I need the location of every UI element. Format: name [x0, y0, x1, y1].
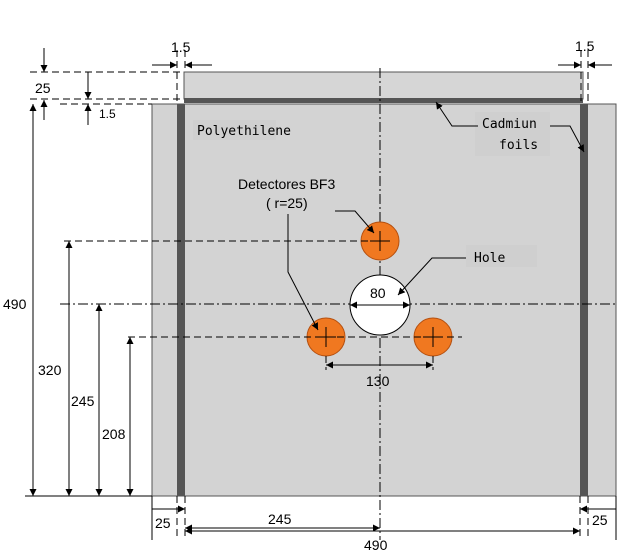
cadmium-label-line2: foils	[499, 138, 538, 153]
cadmium-label-line1: Cadmiun	[482, 117, 537, 132]
leader-cadmium-top	[435, 101, 478, 127]
leader-cadmium-right	[550, 125, 585, 153]
dim-left-height: 490	[3, 296, 27, 312]
detectors-label-line2: ( r=25)	[266, 195, 308, 211]
cadmium-foil-left	[177, 104, 185, 496]
dim-detector-spacing: 130	[366, 373, 390, 389]
dim-center-height: 245	[71, 393, 95, 409]
dim-top-cap: 25	[35, 80, 51, 96]
dim-hole-diameter: 80	[370, 285, 386, 301]
dim-top-left-cd: 1.5	[171, 39, 191, 55]
dim-top-cd: 1.5	[99, 107, 116, 121]
dim-bottom-total: 490	[364, 537, 388, 553]
dim-detector-bottom-height: 208	[102, 426, 126, 442]
cadmium-label-bg	[475, 112, 550, 156]
dim-top-right-cd: 1.5	[575, 38, 595, 54]
cadmium-foil-right	[580, 104, 588, 496]
detectors-label-line1: Detectores BF3	[238, 176, 335, 192]
hole-label-bg	[466, 245, 537, 267]
dim-bottom-right-wall: 25	[592, 512, 608, 528]
dim-bottom-left-wall: 25	[155, 515, 171, 531]
dim-detector-top-height: 320	[38, 362, 62, 378]
hole-label: Hole	[474, 251, 505, 266]
dim-bottom-center: 245	[268, 511, 292, 527]
polyethylene-label-bg	[193, 120, 276, 140]
polyethylene-label: Polyethilene	[197, 124, 291, 139]
leader-detector-top	[335, 210, 375, 234]
leader-detector-left	[287, 214, 319, 331]
top-cap	[183, 71, 584, 100]
leader-hole	[397, 257, 466, 296]
cadmium-foil-top	[184, 98, 583, 103]
